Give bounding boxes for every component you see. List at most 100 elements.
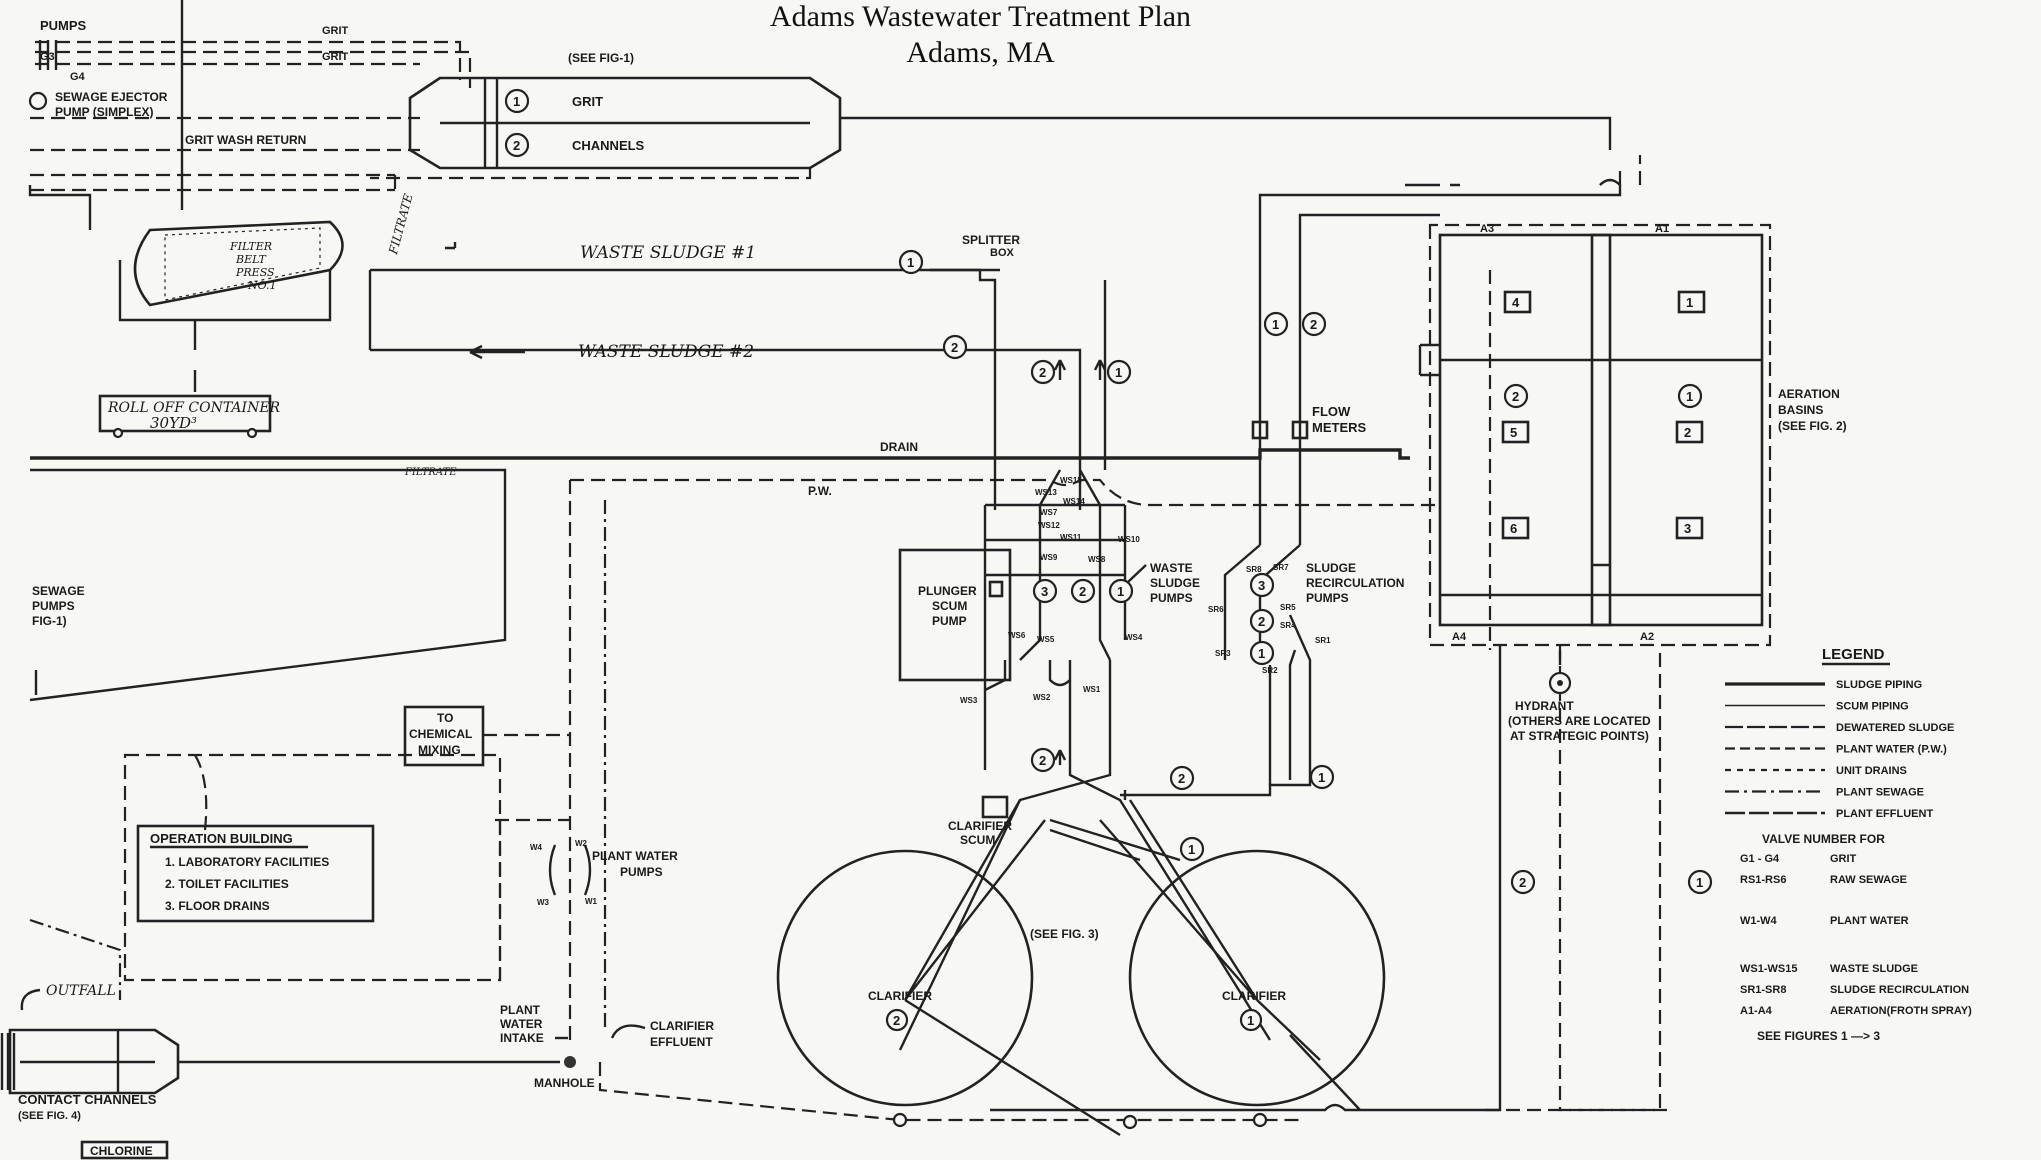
label-plunger-1: PLUNGER <box>918 584 977 598</box>
clarifier-cross <box>1049 818 1181 862</box>
label-plunger-3: PUMP <box>932 614 967 628</box>
clarifier-1-label: CLARIFIER <box>1222 989 1286 1003</box>
valve-ws5: WS5 <box>1037 635 1055 644</box>
clarifier-1-feed <box>1099 799 1259 1001</box>
diagram-title: Adams Wastewater Treatment Plan <box>769 0 1192 33</box>
sr-discharge-2 <box>1288 649 1297 780</box>
aeration-basins: 4 1 2 1 5 2 6 3 AERATION BASINS (SEE FIG… <box>1418 223 1847 647</box>
plant-water-pumps: W4 W2 W3 W1 PLANT WATER PUMPS PLANT WATE… <box>495 818 714 1090</box>
valve-sr8: SR8 <box>1246 565 1262 574</box>
basin-circle-1-text: 1 <box>1686 389 1693 404</box>
op-sewage-dashdot <box>29 918 122 1000</box>
clar-number-1 <box>1179 836 1205 862</box>
outfall-bars <box>0 1033 16 1090</box>
basin-5 <box>1501 420 1530 444</box>
riser-circle-1 <box>1263 311 1289 337</box>
clarifier-1 <box>1128 849 1386 1107</box>
ws-to-clarifiers <box>898 660 1272 1051</box>
legend-valve-code: RS1-RS6 <box>1740 874 1786 886</box>
roll-off-label-2: 30YD³ <box>150 414 197 432</box>
label-intake-3: INTAKE <box>500 1031 544 1045</box>
clarifier-scum-1: CLARIFIER <box>948 819 1012 833</box>
basin-4 <box>1503 290 1532 314</box>
ws-pumps-leader <box>1127 564 1147 583</box>
arrow-ws1 <box>445 242 457 250</box>
aeration-dashed-border <box>1428 223 1772 647</box>
grit-line-2 <box>35 50 472 88</box>
legend-valve-code: SR1-SR8 <box>1740 984 1786 996</box>
valve-w1: W1 <box>585 897 598 906</box>
clarifier-2-drain <box>892 1112 908 1128</box>
sr-pump-1-text: 1 <box>1258 646 1265 661</box>
label-outfall: OUTFALL <box>46 983 116 999</box>
label-recirc-1: SLUDGE <box>1306 561 1356 575</box>
legend-see-figures: SEE FIGURES 1 —> 3 <box>1757 1029 1880 1043</box>
flow-meter-2 <box>1291 420 1309 440</box>
valve-ws1: WS1 <box>1083 685 1101 694</box>
press-feed <box>28 185 92 230</box>
sr-pump-2-text: 2 <box>1258 614 1265 629</box>
legend-line-label: PLANT EFFLUENT <box>1836 808 1933 820</box>
pw-right-dash <box>1558 645 1662 1112</box>
waste-sludge-lines: WASTE SLUDGE #1 WASTE SLUDGE #2 1 SPLITT… <box>368 233 1132 510</box>
manhole-symbol <box>564 1056 576 1068</box>
basin-circle-2-text: 2 <box>1512 389 1519 404</box>
press-label-4: NO.1 <box>247 279 277 292</box>
waste-sludge-loop <box>370 348 1082 510</box>
label-recirc-3: PUMPS <box>1306 591 1349 605</box>
basin-circle-2 <box>1503 383 1529 409</box>
valve-sr5: SR5 <box>1280 603 1296 612</box>
label-contact-2: (SEE FIG. 4) <box>18 1110 81 1122</box>
splitter-number-1-text: 1 <box>907 255 914 270</box>
clarifier-2-number <box>885 1008 909 1032</box>
contact-channel-tank <box>8 1028 180 1095</box>
ws-clar-arrow <box>1053 749 1067 765</box>
legend-valve-code: W1-W4 <box>1740 915 1778 927</box>
label-filtrate-vertical: FILTRATE <box>386 192 416 257</box>
label-filtrate: FILTRATE <box>404 467 457 478</box>
label-a4: A4 <box>1452 631 1467 643</box>
sr-number-2-text: 2 <box>1178 771 1185 786</box>
riser-number-1 <box>1106 359 1132 385</box>
sr-number-1-text: 1 <box>1318 770 1325 785</box>
sewage-line <box>29 468 507 702</box>
op-building-2: 2. TOILET FACILITIES <box>165 877 289 891</box>
valve-ws11: WS11 <box>1060 533 1082 542</box>
label-intake-1: PLANT <box>500 1003 541 1017</box>
sewage-pumps-1: SEWAGE <box>32 584 85 598</box>
clarifier-scum-2: SCUM <box>960 833 995 847</box>
aeration-basin-outer <box>1438 233 1764 627</box>
label-plunger-2: SCUM <box>932 599 967 613</box>
basin-5-text: 5 <box>1510 425 1517 440</box>
op-building-3: 3. FLOOR DRAINS <box>165 899 270 913</box>
press-label-3: PRESS <box>235 266 275 279</box>
basin-circle-1 <box>1677 383 1703 409</box>
legend-line-label: SLUDGE PIPING <box>1836 679 1922 691</box>
grit-number-1 <box>504 88 530 114</box>
valve-w3: W3 <box>537 898 550 907</box>
sludge-recirculation-pumps: 3 2 1 SLUDGE RECIRCULATION PUMPS SR8 SR7… <box>1120 544 1404 800</box>
ws-pump-2 <box>1070 578 1096 604</box>
label-ejector-2: PUMP (SIMPLEX) <box>55 105 153 119</box>
basin-1-text: 1 <box>1686 295 1693 310</box>
label-drain: DRAIN <box>880 440 918 454</box>
label-waste-sludge-2: WASTE SLUDGE #2 <box>578 342 754 362</box>
legend-valve-desc: RAW SEWAGE <box>1830 874 1907 886</box>
basin-3 <box>1675 516 1704 540</box>
basin-6-text: 6 <box>1510 521 1517 536</box>
legend-line-label: PLANT SEWAGE <box>1836 787 1924 799</box>
ejector-symbol <box>28 91 48 111</box>
riser-number-1-text: 1 <box>1115 365 1122 380</box>
ejector-drain <box>30 175 397 192</box>
belt-press-area: FILTRATE FILTER BELT PRESS NO.1 ROLL OFF… <box>28 185 416 439</box>
legend-valve-desc: SLUDGE RECIRCULATION <box>1830 984 1969 996</box>
clarifier-1-outlet <box>1289 1034 1361 1111</box>
grit-drain-line <box>370 168 812 180</box>
valve-sr7: SR7 <box>1273 563 1289 572</box>
sewage-pumps: SEWAGE PUMPS FIG-1) <box>32 584 85 695</box>
label-splitter-1: SPLITTER <box>962 233 1020 247</box>
valve-w2: W2 <box>575 839 588 848</box>
roll-off-label-1: ROLL OFF CONTAINER <box>107 400 281 416</box>
op-building-arc <box>194 754 208 831</box>
